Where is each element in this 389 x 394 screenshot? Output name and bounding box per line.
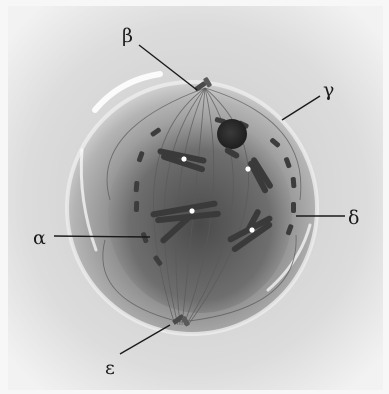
label-alpha: α [33,227,46,249]
label-beta: β [122,25,133,47]
label-delta: δ [348,207,359,229]
label-epsilon: ε [105,357,115,379]
nucleolus [217,119,247,149]
leader-line-alpha [54,236,150,237]
label-gamma: γ [323,79,334,101]
